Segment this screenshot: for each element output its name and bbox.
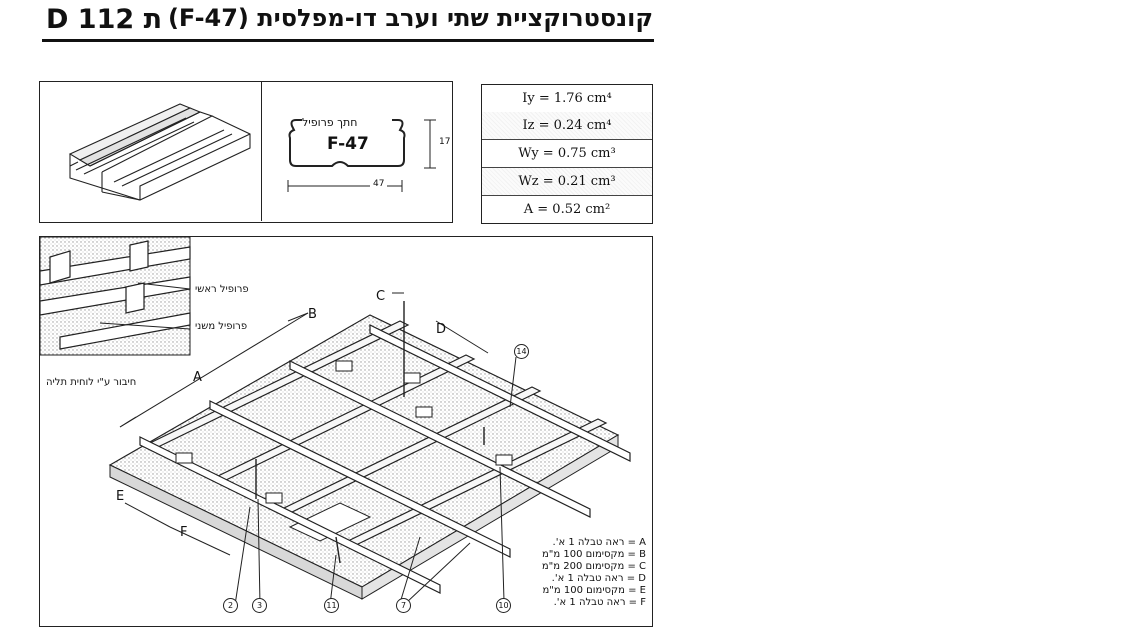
dimension-letter-d: D [436, 322, 447, 337]
callout-3: 3 [252, 598, 267, 613]
callout-10: 10 [496, 598, 511, 613]
ceiling-grid-drawing: פרופיל ראשי פרופיל משני חיבור ע"י לוחית … [39, 236, 653, 627]
width-dimension: 47 [370, 179, 388, 189]
profile-name: F-47 [327, 134, 369, 154]
dimension-letter-c: C [376, 289, 386, 304]
legend-item: C = מקסימום 200 מ"מ [541, 561, 646, 572]
profile-panel: חתך פרופיל F-47 17 47 [39, 81, 453, 223]
legend: A = ראה טבלה 1 א'. B = מקסימום 100 מ"מ C… [526, 537, 646, 609]
dimension-letter-f: F [180, 525, 188, 540]
isometric-grid-illustration [40, 237, 631, 606]
document-title: קונסטרוקציית שתי וערב דו-מפלסית (F-47) [167, 4, 653, 32]
legend-item: F = ראה טבלה 1 א'. [553, 597, 646, 608]
secondary-profile-label: פרופיל משני [195, 321, 248, 332]
property-row: Iz = 0.24 cm⁴ [482, 112, 652, 140]
main-profile-label: פרופיל ראשי [195, 284, 249, 295]
header-rule [42, 39, 654, 42]
section-properties-table: Iy = 1.76 cm⁴ Iz = 0.24 cm⁴ Wy = 0.75 cm… [481, 84, 653, 224]
property-row: Wz = 0.21 cm³ [482, 168, 652, 196]
legend-item: B = מקסימום 100 מ"מ [541, 549, 646, 560]
profile-perspective-drawing [68, 103, 251, 201]
panel-divider [261, 82, 262, 221]
property-row: A = 0.52 cm² [482, 196, 652, 223]
callout-2: 2 [223, 598, 238, 613]
dimension-letter-e: E [116, 489, 125, 504]
legend-item: E = מקסימום 100 מ"מ [542, 585, 646, 596]
legend-item: A = ראה טבלה 1 א'. [552, 537, 646, 548]
legend-item: D = ראה טבלה 1 א'. [551, 573, 646, 584]
property-row: Iy = 1.76 cm⁴ [482, 85, 652, 113]
callout-14: 14 [514, 344, 529, 359]
profile-cross-section [287, 119, 436, 192]
callout-11: 11 [324, 598, 339, 613]
height-dimension: 17 [439, 137, 451, 147]
dimension-letter-b: B [308, 307, 317, 322]
dimension-letter-a: A [193, 370, 202, 385]
connection-label: חיבור ע"י לוחית תליה [46, 377, 137, 388]
callout-7: 7 [396, 598, 411, 613]
document-code: D 112 ת [46, 4, 163, 35]
section-caption: חתך פרופיל [302, 116, 358, 129]
property-row: Wy = 0.75 cm³ [482, 140, 652, 168]
